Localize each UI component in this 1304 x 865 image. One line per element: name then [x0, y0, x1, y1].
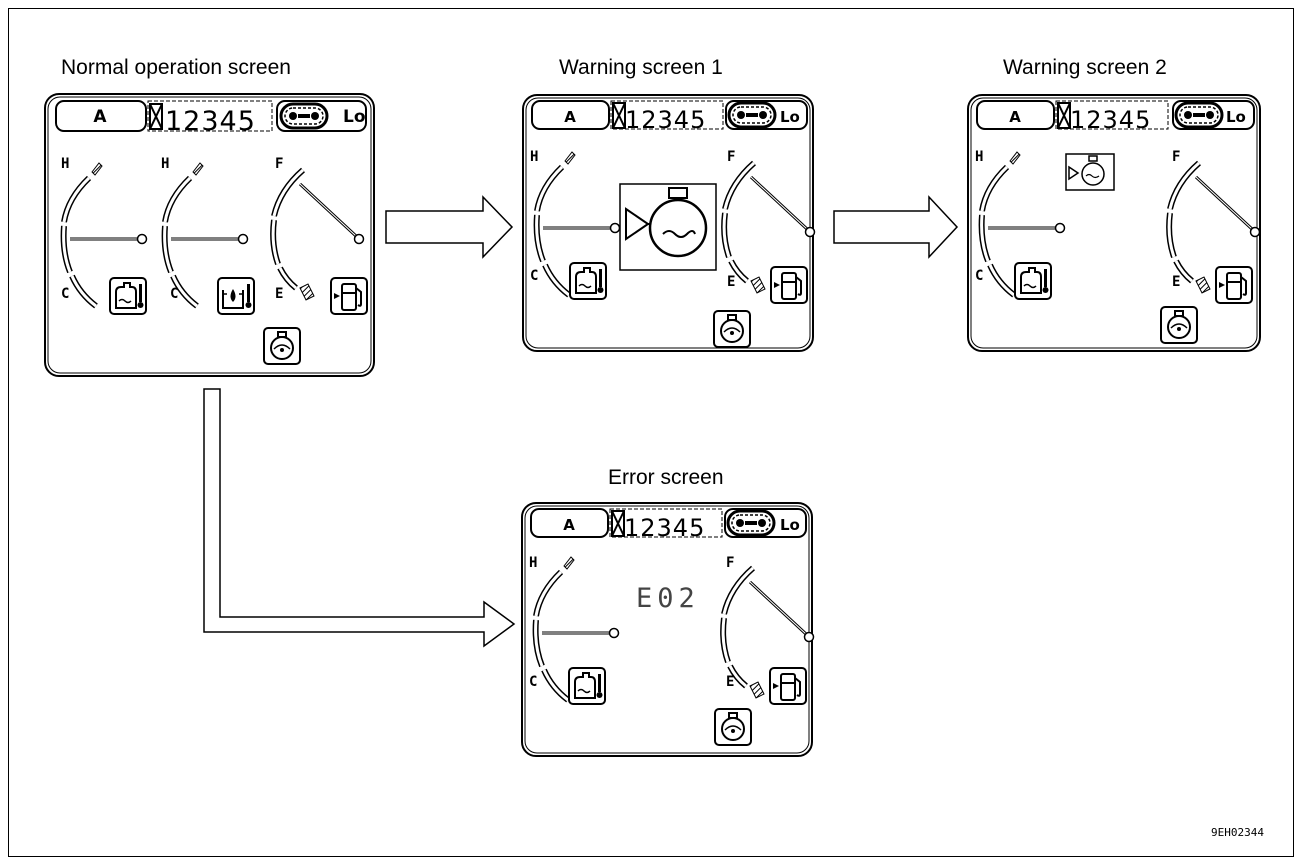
arrow-warning1-to-warning2: [833, 195, 959, 259]
err-empty-letter: E: [726, 674, 734, 690]
speed-label-warning2: Lo: [1226, 108, 1246, 126]
gauge3-full-letter: F: [275, 156, 283, 172]
w2-cold-letter: C: [975, 268, 983, 284]
err-full-letter: F: [726, 555, 734, 571]
gauge3-empty-letter: E: [275, 286, 283, 302]
diagram-frame: [8, 8, 1294, 857]
title-normal-screen: Normal operation screen: [61, 56, 291, 79]
figure-code: 9EH02344: [1211, 826, 1264, 839]
err-cold-letter: C: [529, 674, 537, 690]
w2-empty-letter: E: [1172, 274, 1180, 290]
err-hot-letter: H: [529, 555, 537, 571]
w1-full-letter: F: [727, 149, 735, 165]
hourmeter-digits-warning2: 12345: [1070, 106, 1151, 134]
speed-label-warning1: Lo: [780, 108, 800, 126]
hourmeter-digits-warning1: 12345: [625, 106, 706, 134]
arrow-normal-to-error: [203, 388, 516, 648]
panel-warning2: [967, 94, 1260, 352]
panel-normal: [44, 93, 375, 377]
mode-label-normal: A: [93, 107, 107, 127]
w1-cold-letter: C: [530, 268, 538, 284]
panel-warning1: [522, 94, 815, 352]
hourmeter-digits-normal: 12345: [165, 106, 256, 137]
speed-label-error: Lo: [780, 516, 800, 534]
mode-label-warning2: A: [1009, 108, 1021, 126]
speed-label-normal: Lo: [343, 107, 366, 127]
gauge2-cold-letter: C: [170, 286, 178, 302]
error-code-text: E02: [636, 583, 700, 614]
hourmeter-digits-error: 12345: [624, 514, 705, 542]
mode-label-error: A: [563, 516, 575, 534]
gauge1-cold-letter: C: [61, 286, 69, 302]
arrow-normal-to-warning1: [385, 195, 514, 259]
panel-error: [521, 502, 814, 757]
w2-hot-letter: H: [975, 149, 983, 165]
title-warning-screen-1: Warning screen 1: [559, 56, 723, 79]
mode-label-warning1: A: [564, 108, 576, 126]
title-error-screen: Error screen: [608, 466, 724, 489]
w1-hot-letter: H: [530, 149, 538, 165]
w1-empty-letter: E: [727, 274, 735, 290]
gauge2-hot-letter: H: [161, 156, 169, 172]
title-warning-screen-2: Warning screen 2: [1003, 56, 1167, 79]
w2-full-letter: F: [1172, 149, 1180, 165]
gauge1-hot-letter: H: [61, 156, 69, 172]
